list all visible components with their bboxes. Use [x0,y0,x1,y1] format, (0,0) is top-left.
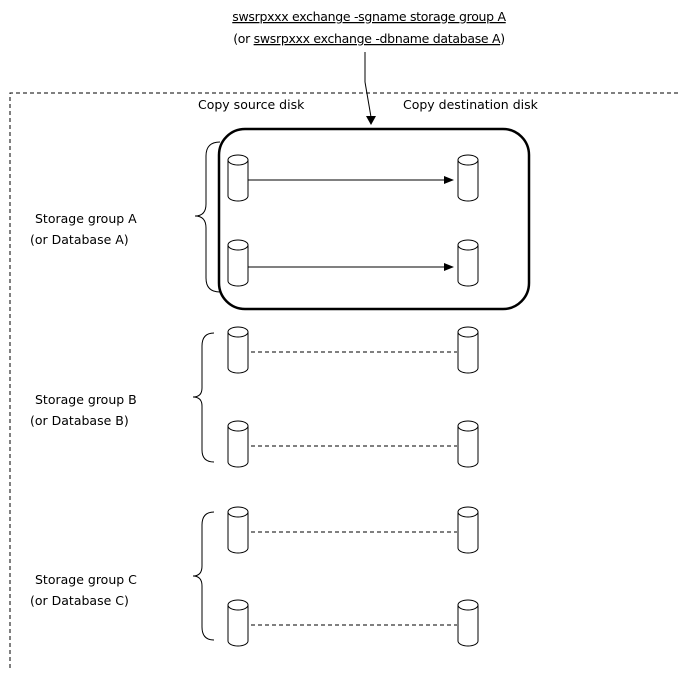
group-b-brace [192,332,215,463]
source-disk-icon [227,326,249,374]
destination-disk-header: Copy destination disk [403,97,539,112]
source-disk-icon [227,154,249,202]
selected-group-box [217,127,531,311]
destination-disk-icon [457,599,479,647]
group-a-name: Storage group A [35,211,137,226]
command-line-1: swsrpxxx exchange -sgname storage group … [232,9,506,24]
group-a-brace [194,141,221,293]
group-c-name: Storage group C [35,572,137,587]
source-disk-icon [227,599,249,647]
destination-disk-icon [457,239,479,287]
command-arrow [364,52,376,125]
group-a-alt: (or Database A) [30,232,129,247]
dashed-boundary [9,92,680,668]
command-line-2-command: swsrpxxx exchange -dbname database A [254,31,501,46]
command-line-2-prefix: (or [233,31,253,46]
group-c-alt: (or Database C) [30,593,129,608]
source-disk-icon [227,506,249,554]
source-disk-icon [227,420,249,468]
destination-disk-icon [457,506,479,554]
command-line-2: (or swsrpxxx exchange -dbname database A… [233,31,505,46]
destination-disk-icon [457,420,479,468]
source-disk-header: Copy source disk [198,97,305,112]
group-b-name: Storage group B [35,392,137,407]
group-b-alt: (or Database B) [30,413,129,428]
destination-disk-icon [457,326,479,374]
destination-disk-icon [457,154,479,202]
command-line-2-suffix: ) [500,31,505,46]
source-disk-icon [227,239,249,287]
group-c-brace [192,511,215,641]
disk-layer [227,154,479,647]
